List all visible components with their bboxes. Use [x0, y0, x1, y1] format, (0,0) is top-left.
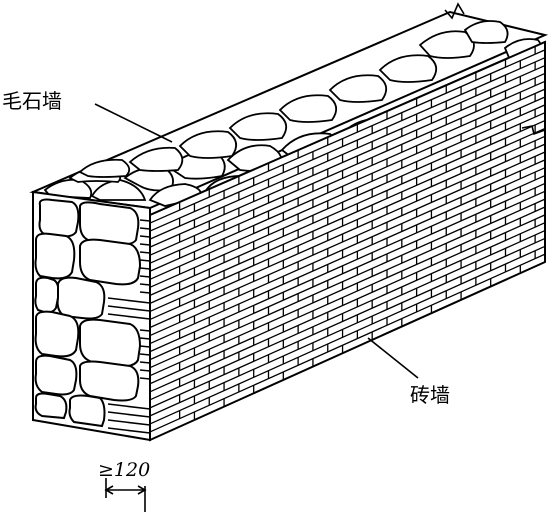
brick-course-line	[149, 182, 546, 361]
brick-course-line	[149, 104, 546, 280]
brick-wall-callout: 砖墙	[367, 337, 450, 407]
brick-course-line	[149, 214, 546, 393]
brick-course-line	[149, 119, 546, 296]
side-face-outline	[149, 40, 546, 442]
brick-course-line	[149, 253, 546, 433]
brick-course-line	[149, 135, 546, 313]
dimension-callout	[104, 478, 147, 512]
brick-course-line	[149, 159, 546, 337]
rubble-wall-label: 毛石墙	[2, 89, 62, 113]
brick-course-line	[149, 245, 546, 425]
brick-course-line	[149, 49, 546, 224]
brick-course-line	[149, 151, 546, 329]
brick-course-line	[149, 222, 546, 401]
brick-course-line	[149, 206, 546, 385]
brick-wall-leader	[367, 337, 419, 379]
brick-course-line	[149, 72, 546, 248]
brick-course-line	[149, 174, 546, 353]
brick-course-line	[149, 143, 546, 321]
brick-course-line	[149, 64, 546, 240]
end-brick-portion	[107, 219, 151, 434]
rubble-wall-callout: 毛石墙	[2, 89, 173, 143]
brick-course-line	[149, 112, 546, 288]
brick-course-line	[149, 198, 546, 377]
brick-course-line	[149, 190, 546, 369]
brick-course-line	[149, 229, 546, 409]
side-face	[149, 40, 546, 442]
brick-course-line	[149, 88, 546, 264]
brick-course-line	[149, 167, 546, 345]
brick-course-line	[149, 237, 546, 417]
brick-course-line	[149, 80, 546, 256]
brick-course-line	[149, 127, 546, 304]
dimension-arrow-right	[137, 485, 147, 495]
dimension-arrow-left	[104, 485, 114, 495]
brick-courses	[149, 46, 546, 433]
brick-course-line	[149, 57, 546, 232]
break-marks	[444, 2, 546, 136]
rubble-wall-leader	[94, 103, 173, 143]
dimension-label: ≥120	[98, 459, 150, 481]
end-stones	[34, 198, 142, 428]
brick-wall-label: 砖墙	[410, 383, 450, 407]
brick-course-line	[149, 96, 546, 272]
